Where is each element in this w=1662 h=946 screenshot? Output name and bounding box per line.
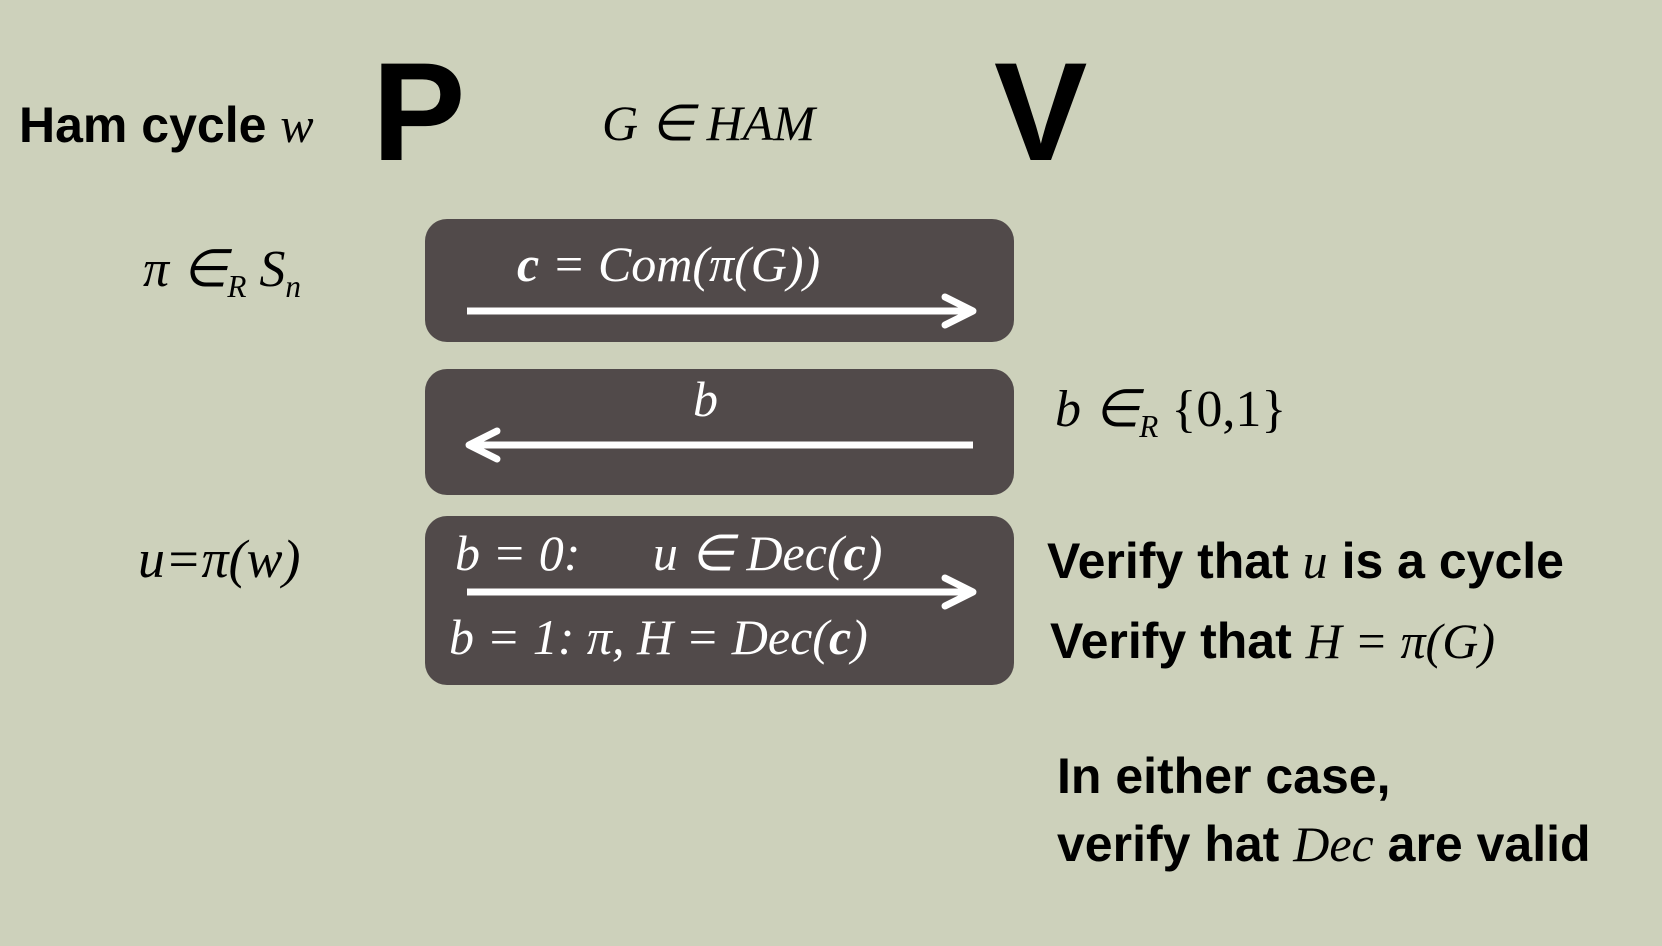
verify1-rest: is a cycle xyxy=(1341,533,1564,589)
statement: G ∈ HAM xyxy=(602,95,815,151)
either2-var: Dec xyxy=(1293,816,1374,872)
verify1-var: u xyxy=(1302,533,1328,589)
challenge-text: b xyxy=(693,371,718,427)
witness-var: w xyxy=(280,97,314,153)
left-arrow-icon xyxy=(465,427,973,463)
either-case-line-1: In either case, xyxy=(1057,748,1391,804)
either2-text: verify hat xyxy=(1057,816,1280,872)
permutation-sample: π ∈R Sn xyxy=(143,241,302,304)
perm-sub: R xyxy=(227,268,247,304)
commitment-text: c = Com(π(G)) xyxy=(517,239,820,289)
perm-text: π ∈ xyxy=(143,241,228,298)
challenge-sample-sub: R xyxy=(1139,408,1159,444)
verifier-label: V xyxy=(994,33,1088,190)
prover-witness: Ham cycle w xyxy=(19,100,314,150)
challenge-sample-text: b ∈ xyxy=(1055,381,1140,438)
prover-label: P xyxy=(372,33,466,190)
perm-set-sub: n xyxy=(285,268,302,304)
response-line-2: b = 1: π, H = Dec(c) xyxy=(449,612,868,662)
case-1-expr: b = 1: π, H = Dec( xyxy=(449,609,829,665)
case-0-var: c xyxy=(843,525,866,581)
message-commitment: c = Com(π(G)) xyxy=(425,219,1014,342)
either-case-line-2: verify hat Dec are valid xyxy=(1057,819,1591,869)
right-arrow-icon xyxy=(467,574,977,610)
challenge-sample: b ∈R {0,1} xyxy=(1055,381,1287,444)
response-line-1: b = 0: u ∈ Dec(c) xyxy=(455,528,882,578)
commitment-expr: = Com(π(G)) xyxy=(539,236,821,292)
case-0-close: ) xyxy=(865,525,883,581)
verify2-expr: H = π(G) xyxy=(1305,613,1495,669)
case-1-var: c xyxy=(828,609,852,665)
commitment-var: c xyxy=(517,236,540,292)
either2-rest: are valid xyxy=(1387,816,1591,872)
verify1-text: Verify that xyxy=(1047,533,1289,589)
verify-graph: Verify that H = π(G) xyxy=(1050,616,1495,666)
witness-label: Ham cycle xyxy=(19,97,267,153)
verify-cycle: Verify that u is a cycle xyxy=(1047,536,1564,586)
verify2-text: Verify that xyxy=(1050,613,1292,669)
message-response: b = 0: u ∈ Dec(c) b = 1: π, H = Dec(c) xyxy=(425,516,1014,685)
u-definition: u=π(w) xyxy=(138,529,301,589)
case-1-close: ) xyxy=(851,609,868,665)
case-0-expr: u ∈ Dec( xyxy=(652,525,844,581)
case-0-label: b = 0: xyxy=(455,525,581,581)
challenge-set: {0,1} xyxy=(1171,381,1287,438)
right-arrow-icon xyxy=(467,293,977,329)
message-challenge: b xyxy=(425,369,1014,495)
perm-set: S xyxy=(259,241,286,298)
